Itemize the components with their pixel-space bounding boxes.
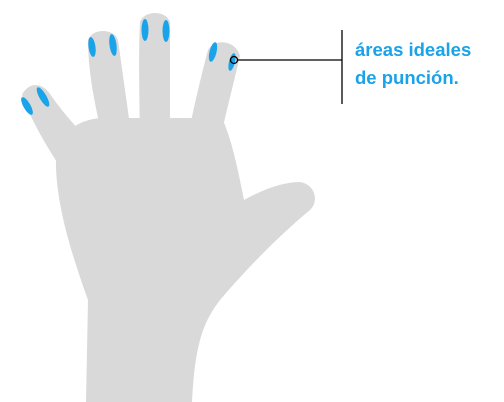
ring-finger bbox=[88, 31, 132, 144]
palm bbox=[55, 118, 315, 402]
label-line-2: de punción. bbox=[355, 67, 459, 88]
hand-silhouette bbox=[22, 13, 315, 402]
puncture-area-index-right bbox=[228, 53, 236, 71]
puncture-area-middle-right bbox=[162, 20, 170, 42]
little-finger bbox=[22, 85, 112, 190]
puncture-area-middle-left bbox=[141, 19, 149, 41]
puncture-area-little-left bbox=[21, 97, 33, 115]
index-finger bbox=[186, 42, 240, 150]
middle-finger bbox=[139, 13, 170, 160]
puncture-area-ring-left bbox=[88, 37, 96, 57]
label-line-1: áreas ideales bbox=[355, 39, 472, 60]
callout-leader bbox=[229, 30, 343, 104]
puncture-area-index-left bbox=[208, 42, 218, 62]
puncture-areas bbox=[21, 19, 236, 115]
puncture-area-ring-right bbox=[109, 34, 117, 56]
puncture-area-little-right bbox=[36, 87, 50, 107]
puncture-areas-label: áreas ideales de punción. bbox=[355, 36, 471, 92]
